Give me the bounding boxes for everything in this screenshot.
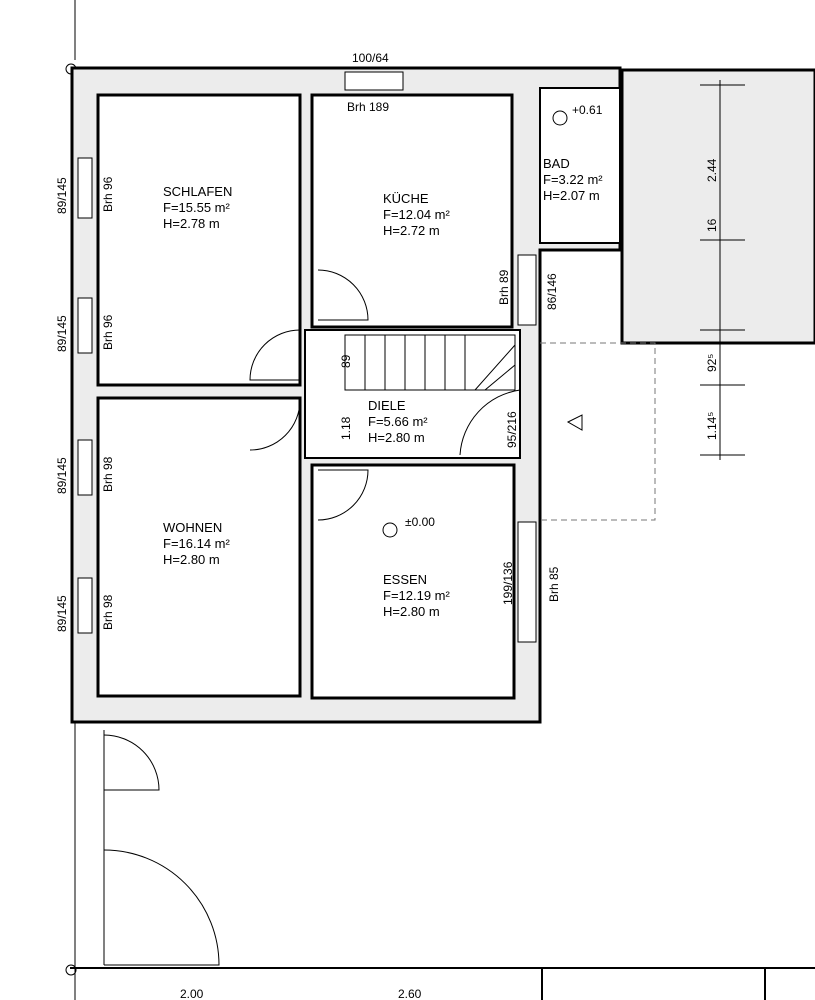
room-essen [310,463,516,700]
parapet-height: Brh 96 [101,176,115,212]
room-area: F=16.14 m² [163,536,231,551]
dimension-text: 16 [705,218,719,232]
neighbor-building [620,68,815,345]
room-name: KÜCHE [383,191,429,206]
window [344,71,404,91]
level-label: +0.61 [572,103,603,117]
room-wohnen [96,396,302,698]
parapet-height: Brh 98 [101,594,115,630]
room-area: F=12.19 m² [383,588,451,603]
door-dimension: 95/216 [505,411,519,448]
room-height: H=2.78 m [163,216,220,231]
dimension-text: 1.14⁵ [705,412,719,440]
gate-swing [103,734,160,791]
window [517,254,537,326]
dimension-text: 2.44 [705,158,719,182]
room-area: F=5.66 m² [368,414,428,429]
level-marker-icon [382,522,398,538]
room-name: DIELE [368,398,406,413]
room-kueche [310,93,514,329]
room-name: BAD [543,156,570,171]
room-area: F=3.22 m² [543,172,603,187]
room-height: H=2.80 m [163,552,220,567]
parapet-height: Brh 189 [347,100,389,114]
door-swing [459,389,521,456]
grid-marker [65,964,77,976]
window-dimension: 199/136 [501,561,515,605]
parapet-height: Brh 96 [101,314,115,350]
door-swing [317,269,369,321]
room-height: H=2.80 m [368,430,425,445]
dimension-text: 2.60 [398,987,422,1000]
entrance-arrow-icon [566,414,583,431]
room-name: SCHLAFEN [163,184,232,199]
room-height: H=2.80 m [383,604,440,619]
window [77,439,93,496]
window-dimension: 100/64 [352,51,389,65]
level-label: ±0.00 [405,515,435,529]
gate-swing [103,849,220,966]
room-height: H=2.72 m [383,223,440,238]
parapet-height: Brh 85 [547,566,561,602]
door-swing [249,399,301,451]
window [77,297,93,354]
stair-dimension: 89 [339,354,353,368]
window-dimension: 89/145 [55,457,69,494]
dimension-text: 2.00 [180,987,204,1000]
room-area: F=12.04 m² [383,207,451,222]
window [517,521,537,643]
stair-dimension: 1.18 [339,416,353,440]
room-name: WOHNEN [163,520,222,535]
room-schlafen [96,93,302,387]
room-area: F=15.55 m² [163,200,231,215]
window-dimension: 89/145 [55,177,69,214]
door-swing [249,329,301,381]
window-dimension: 86/146 [545,273,559,310]
dimension-text: 92⁵ [705,354,719,372]
staircase [344,334,516,391]
parapet-height: Brh 89 [497,269,511,305]
window-dimension: 89/145 [55,595,69,632]
room-diele [304,329,521,459]
room-bad [539,87,621,244]
room-height: H=2.07 m [543,188,600,203]
dashed-outline [540,342,656,521]
room-name: ESSEN [383,572,427,587]
window [77,157,93,219]
door-swing [317,469,369,521]
level-marker-icon [552,110,568,126]
window [77,577,93,634]
parapet-height: Brh 98 [101,456,115,492]
window-dimension: 89/145 [55,315,69,352]
